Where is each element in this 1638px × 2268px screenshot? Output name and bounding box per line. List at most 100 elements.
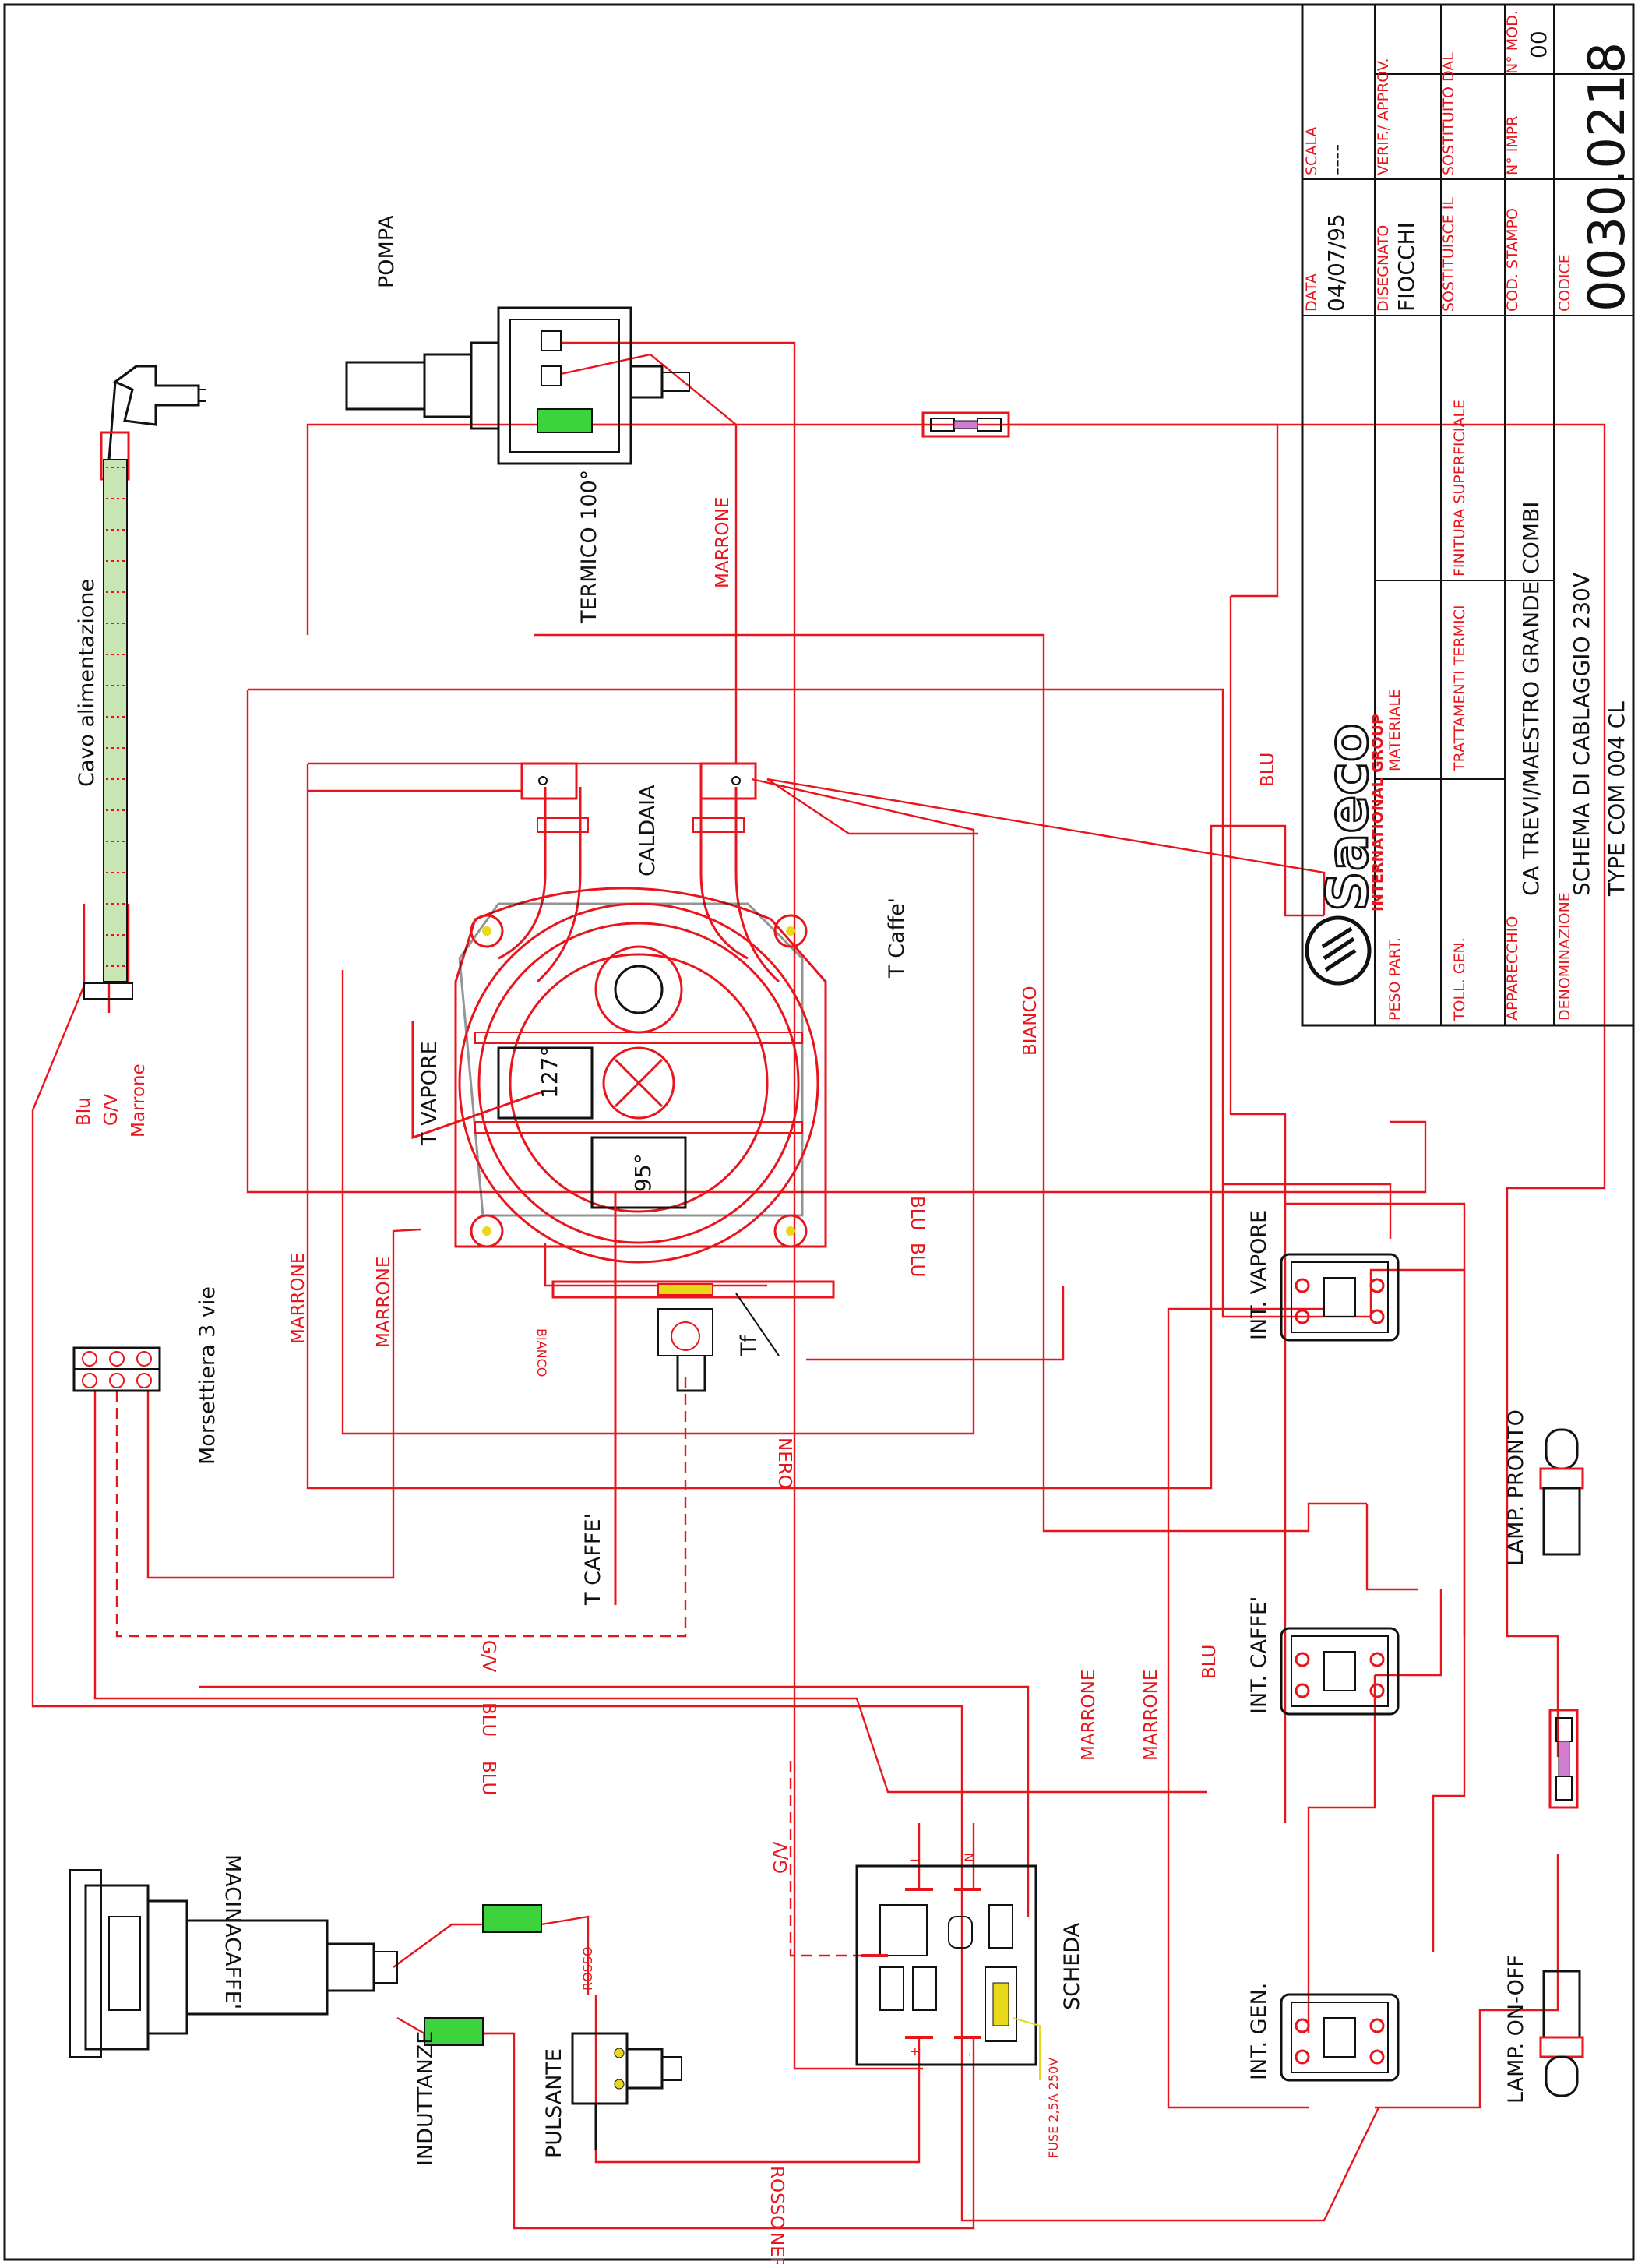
wire-label-gv-1: G/V [478, 1640, 498, 1673]
switch-int-vapore [1280, 1253, 1400, 1342]
title-block: Saeco INTERNATIONAL GROUP DATA 04/07/95 … [1301, 3, 1636, 1027]
terminal-block [72, 1346, 161, 1392]
wire-label-blu-4: BLU [478, 1702, 498, 1737]
label-morsettiera: Morsettiera 3 vie [196, 1286, 220, 1465]
label-tf: Tf [737, 1335, 761, 1356]
wire-label-bianco: BIANCO [1020, 986, 1041, 1056]
tb-peso-label: PESO PART. [1386, 937, 1404, 1021]
control-board-scheda [855, 1864, 1041, 2080]
board-terminal-plus: + [907, 2047, 922, 2057]
label-lamp-pronto: LAMP. PRONTO [1504, 1409, 1528, 1566]
tf-thermal-fuse [551, 1280, 835, 1392]
power-cable [83, 365, 206, 1000]
board-terminal-minus: - [962, 2052, 977, 2057]
label-pompa: POMPA [375, 215, 399, 288]
grinder-macinacaffe [69, 1869, 398, 2058]
tb-sostituisce-label: SOSTITUISCE IL [1440, 197, 1457, 312]
board-terminal-n: N [962, 1853, 977, 1862]
label-t-caffe-probe: T CAFFE' [581, 1513, 605, 1606]
saeco-logo: Saeco [1315, 724, 1380, 912]
board-fuse [992, 1982, 1009, 2026]
tb-denominazione-label: DENOMINAZIONE [1556, 892, 1573, 1021]
wire-label-marrone-4: MARRONE [1079, 1670, 1099, 1761]
tb-disegnato-value: FIOCCHI [1393, 222, 1419, 312]
tb-finitura-label: FINITURA SUPERFICIALE [1451, 400, 1468, 577]
lamp-pronto [1539, 1428, 1584, 1556]
label-int-gen: INT. GEN. [1247, 1983, 1271, 2080]
label-int-vapore: INT. VAPORE [1247, 1210, 1271, 1340]
cable-label-gv: G/V [101, 1093, 122, 1126]
boiler-caldaia [454, 762, 827, 1264]
tb-apparecchio-value: CA TREVI/MAESTRO GRANDE COMBI [1518, 502, 1544, 896]
termico-100-sensor [537, 408, 593, 433]
switch-int-caffe [1280, 1627, 1400, 1716]
tb-data-label: DATA [1303, 273, 1320, 312]
tb-denominazione-value: SCHEMA DI CABLAGGIO 230V [1569, 573, 1594, 896]
pump [345, 306, 690, 465]
wire-label-marrone-pump: MARRONE [713, 497, 733, 588]
wire-labels: MARRONE BLU BIANCO BLU BLU MARRONE MARRO… [74, 497, 1278, 2268]
label-fuse: FUSE 2,5A 250V [1046, 2058, 1061, 2158]
tb-trattamenti-label: TRATTAMENTI TERMICI [1451, 605, 1468, 773]
tb-n-mod-value: 00 [1526, 30, 1552, 58]
wire-label-nero-2: NERO [766, 2232, 787, 2264]
thermostat-caffe [590, 1136, 687, 1209]
sheet-border [3, 3, 1635, 2261]
label-macinacaffe: MACINACAFFE' [220, 1854, 245, 2009]
wire-label-blu-6: BLU [1199, 1645, 1220, 1679]
component-labels: POMPA TERMICO 100° Cavo alimentazione CA… [75, 215, 1528, 2166]
label-induttanze: INDUTTANZE [414, 2031, 438, 2166]
inductor-2 [424, 2017, 484, 2046]
label-caldaia: CALDAIA [636, 785, 660, 877]
cable-label-marrone: Marrone [129, 1063, 149, 1138]
tb-apparecchio-label: APPARECCHIO [1504, 916, 1521, 1021]
wire-label-marrone-3: MARRONE [374, 1257, 394, 1348]
wire-network [31, 341, 1606, 2230]
inline-fuse-lamp [1548, 1709, 1579, 1809]
tb-scala-value: ---- [1323, 144, 1349, 175]
tb-codice-value: 0030.0218 [1579, 42, 1636, 312]
label-t-vapore: T VAPORE [417, 1041, 442, 1146]
push-button-pulsante [571, 2032, 682, 2150]
tb-cod-stampo-label: COD. STAMPO [1504, 208, 1521, 312]
cable-sheath [103, 459, 128, 982]
label-pulsante: PULSANTE [542, 2048, 566, 2158]
tb-verif-label: VERIF./ APPROV. [1375, 58, 1392, 176]
saeco-logo-mark [1305, 915, 1372, 986]
wire-label-blu-3: BLU [907, 1243, 927, 1277]
cable-label-blu: Blu [74, 1097, 94, 1126]
wire-label-nero-1: NERO [774, 1437, 794, 1489]
tb-data-value: 04/07/95 [1323, 213, 1349, 312]
switch-int-gen [1280, 1993, 1400, 2082]
wire-label-bianco-small: BIANCO [534, 1328, 549, 1377]
tb-codice-label: CODICE [1556, 254, 1573, 312]
label-int-caffe: INT. CAFFE' [1247, 1596, 1271, 1714]
label-cavo: Cavo alimentazione [75, 579, 99, 787]
tb-type-value: TYPE COM 004 CL [1604, 701, 1629, 897]
tb-materiale-label: MATERIALE [1386, 689, 1404, 771]
wire-label-gv-2: G/V [771, 1841, 791, 1874]
label-temp-caffe: 95° [630, 1153, 656, 1192]
saeco-group: INTERNATIONAL GROUP [1369, 714, 1386, 912]
board-terminal-l: L [907, 1855, 922, 1862]
wire-label-rosso-small: ROSSO [580, 1946, 595, 1991]
wire-label-blu-5: BLU [478, 1761, 498, 1795]
tb-n-mod-label: N° MOD. [1504, 10, 1521, 74]
label-temp-vapore: 127° [537, 1046, 562, 1099]
inline-fuse-pump [921, 411, 1010, 438]
label-scheda: SCHEDA [1060, 1922, 1084, 2010]
lamp-on-off [1539, 1970, 1584, 2097]
label-t-caffe-boiler: T Caffe' [885, 898, 909, 979]
label-lamp-on-off: LAMP. ON-OFF [1504, 1955, 1528, 2104]
label-termico: TERMICO 100° [577, 470, 601, 624]
wire-label-marrone-5: MARRONE [1141, 1670, 1161, 1761]
tb-disegnato-label: DISEGNATO [1375, 225, 1392, 312]
wire-label-marrone-2: MARRONE [288, 1253, 308, 1344]
wire-label-blu-2: BLU [907, 1196, 927, 1230]
thermostat-vapore [497, 1046, 594, 1120]
tb-toll-label: TOLL. GEN. [1451, 937, 1468, 1021]
inductor-1 [482, 1904, 542, 1933]
wire-label-blu-1: BLU [1258, 753, 1278, 787]
